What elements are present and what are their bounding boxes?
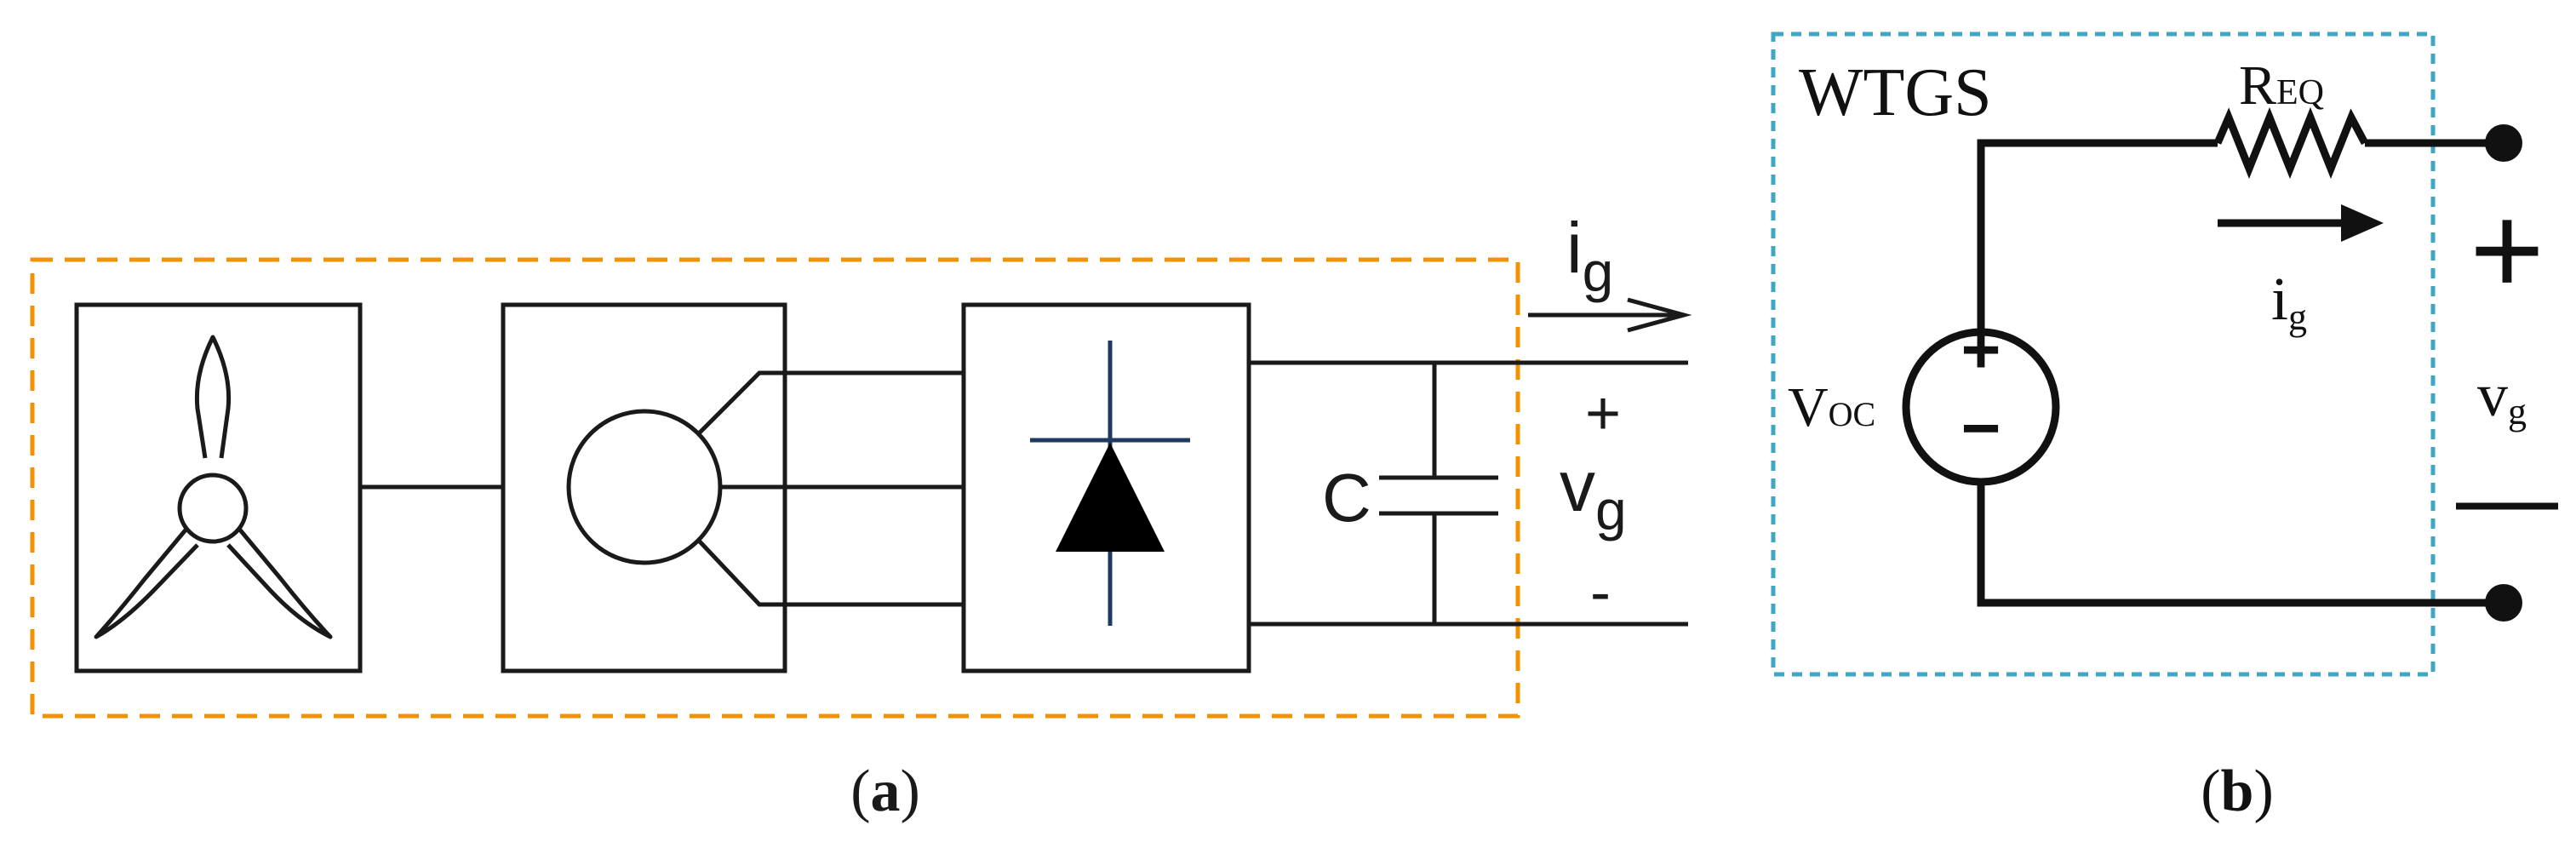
voltage-source-circle (1902, 328, 2060, 486)
current-label-b: ig (2271, 265, 2307, 338)
rectifier-box (961, 302, 1251, 673)
output-current-subscript: g (1583, 240, 1614, 303)
terminal-voltage-subscript: g (2508, 391, 2527, 433)
current-subscript-b: g (2288, 296, 2307, 338)
panel-b-caption: (b) (2201, 759, 2274, 824)
generator-block (501, 302, 964, 673)
generator-output-lead-bottom (696, 538, 964, 607)
terminal-plus-sign: + (2470, 178, 2545, 321)
generator-output-lead-top (696, 370, 964, 436)
voltage-source-plus: + (1961, 312, 2001, 387)
output-terminal-top (2485, 124, 2522, 162)
output-current-label: ig (1566, 208, 1613, 303)
output-voltage-minus: - (1590, 559, 1611, 627)
capacitor-label: C (1322, 460, 1371, 536)
output-terminal-bottom (2485, 584, 2522, 622)
capacitor-symbol (1379, 363, 1498, 624)
panel-a-caption: (a) (850, 759, 920, 824)
turbine-block (74, 302, 363, 673)
output-voltage-label: vg (1560, 446, 1627, 541)
wtgs-label: WTGS (1799, 55, 1992, 130)
wtgs-dashed-boundary-b (1771, 32, 2436, 677)
resistor-req-zigzag (2213, 106, 2368, 180)
rectifier-block (961, 302, 1251, 673)
diode-icon (1030, 341, 1190, 626)
panel-b: WTGS REQ + − VOC ig + vg — (b) (1771, 32, 2558, 824)
circuit-bottom-wire (1977, 477, 2503, 607)
panel-a: C ig + vg - (a) (30, 208, 1692, 824)
output-voltage-plus: + (1585, 380, 1621, 448)
terminal-minus-sign: — (2456, 440, 2558, 554)
voltage-source-label: VOC (1788, 376, 1875, 438)
output-voltage-subscript: g (1595, 478, 1627, 541)
circuit-top-wire-left (1977, 139, 2218, 336)
terminal-voltage-label: vg (2477, 361, 2527, 433)
current-arrow-b (2218, 204, 2384, 242)
resistor-req-subscript: EQ (2276, 73, 2324, 112)
output-current-arrow (1528, 297, 1692, 333)
turbine-rotor-icon (94, 335, 333, 639)
wtgs-dashed-boundary-a (30, 257, 1520, 719)
voltage-source-minus: − (1961, 390, 2001, 466)
voltage-source-subscript: OC (1829, 395, 1876, 433)
generator-circle-icon (566, 409, 723, 565)
resistor-req-label: REQ (2239, 54, 2324, 117)
